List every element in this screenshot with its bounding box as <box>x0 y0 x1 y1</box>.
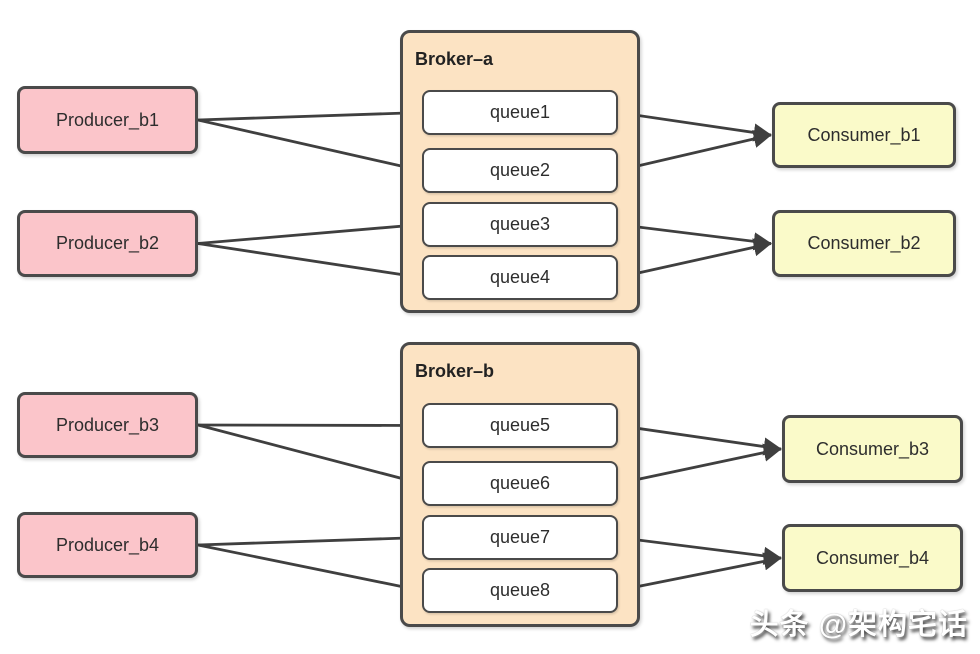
producer-b1-label: Producer_b1 <box>55 109 160 130</box>
broker-b-container: Broker–b queue5 queue6 queue7 queue8 <box>400 342 640 627</box>
queue8-label: queue8 <box>489 580 551 600</box>
broker-a-title: Broker–a <box>415 49 494 69</box>
producer-b2-node: Producer_b2 <box>17 210 198 277</box>
consumer-b4-label: Consumer_b4 <box>815 547 930 568</box>
producer-b3-node: Producer_b3 <box>17 392 198 458</box>
queue6-node: queue6 <box>422 461 618 506</box>
queue2-label: queue2 <box>489 160 551 180</box>
queue4-label: queue4 <box>489 267 551 287</box>
consumer-b4-node: Consumer_b4 <box>782 524 963 592</box>
queue7-node: queue7 <box>422 515 618 560</box>
queue6-label: queue6 <box>489 473 551 493</box>
broker-a-container: Broker–a queue1 queue2 queue3 queue4 <box>400 30 640 313</box>
consumer-b2-label: Consumer_b2 <box>807 233 921 253</box>
queue3-label: queue3 <box>489 214 551 234</box>
queue8-node: queue8 <box>422 568 618 613</box>
queue1-node: queue1 <box>422 90 618 135</box>
producer-b4-node: Producer_b4 <box>17 512 198 578</box>
queue5-node: queue5 <box>422 403 618 448</box>
producer-b3-label: Producer_b3 <box>55 414 160 435</box>
queue7-label: queue7 <box>489 527 551 547</box>
consumer-b3-node: Consumer_b3 <box>782 415 963 483</box>
queue4-node: queue4 <box>422 255 618 300</box>
queue5-label: queue5 <box>489 415 551 435</box>
broker-b-title: Broker–b <box>415 361 495 381</box>
producer-b4-label: Producer_b4 <box>55 534 160 555</box>
consumer-b1-node: Consumer_b1 <box>772 102 956 168</box>
consumer-b3-label: Consumer_b3 <box>815 438 930 459</box>
queue2-node: queue2 <box>422 148 618 193</box>
watermark-text: 头条 @架构宅话 <box>749 609 968 641</box>
consumer-b2-node: Consumer_b2 <box>772 210 956 277</box>
consumer-b1-label: Consumer_b1 <box>807 124 921 145</box>
queue3-node: queue3 <box>422 202 618 247</box>
queue1-label: queue1 <box>489 102 551 122</box>
producer-b2-label: Producer_b2 <box>55 233 160 253</box>
producer-b1-node: Producer_b1 <box>17 86 198 154</box>
